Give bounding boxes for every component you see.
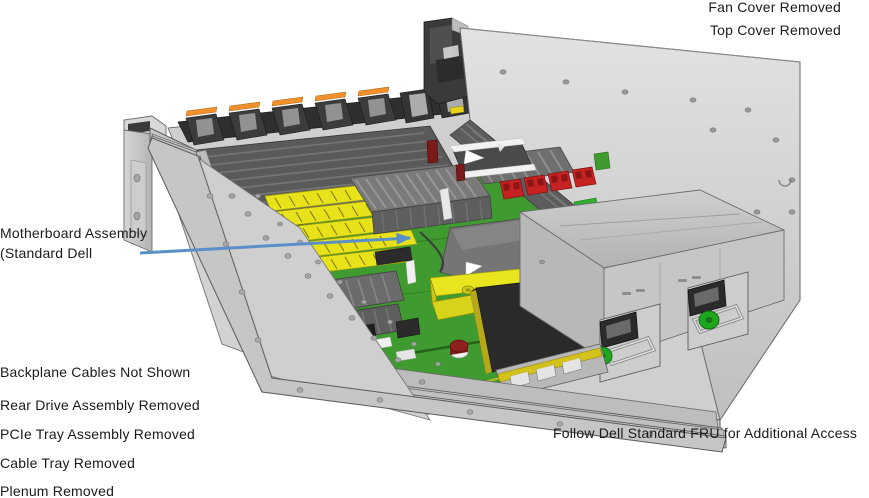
fan-module <box>357 86 397 126</box>
annotation-backplane-cables: Backplane Cables Not Shown <box>0 364 191 380</box>
annotation-top-cover-removed: Top Cover Removed <box>709 22 841 38</box>
motherboard-leader-line <box>139 232 412 255</box>
fan-module <box>314 91 354 131</box>
annotation-plenum: Plenum Removed <box>0 483 115 498</box>
annotation-rear-drive-assembly: Rear Drive Assembly Removed <box>0 397 200 413</box>
annotation-fru-note: Follow Dell Standard FRU for Additional … <box>553 425 858 441</box>
coin-cell-battery <box>449 339 469 359</box>
cpu-heatsink-primary <box>349 163 493 235</box>
near-wall-outer <box>147 137 727 453</box>
annotation-fan-cover-removed: Fan Cover Removed <box>708 0 841 15</box>
rear-bracket-post <box>423 17 471 105</box>
annotation-motherboard-standard: (Standard Dell <box>0 245 93 261</box>
capacitor <box>426 139 439 164</box>
annotation-cable-tray: Cable Tray Removed <box>0 455 136 471</box>
fan-release-tab <box>449 105 465 115</box>
fan-module-tall <box>399 88 435 124</box>
connector-red <box>571 166 597 188</box>
fan-module <box>228 101 268 141</box>
connector-green <box>593 151 611 171</box>
annotation-motherboard-assembly: Motherboard Assembly <box>0 225 148 241</box>
fan-module <box>185 106 225 146</box>
rivet-holes <box>228 193 448 407</box>
capacitor <box>455 163 466 182</box>
psu-module-2 <box>687 271 749 351</box>
connector-red <box>547 170 573 192</box>
connector-red <box>523 174 549 196</box>
annotation-pcie-tray-assembly: PCIe Tray Assembly Removed <box>0 426 196 442</box>
connector-red <box>499 178 525 200</box>
fan-module <box>271 96 311 136</box>
fan-bank <box>177 83 471 146</box>
